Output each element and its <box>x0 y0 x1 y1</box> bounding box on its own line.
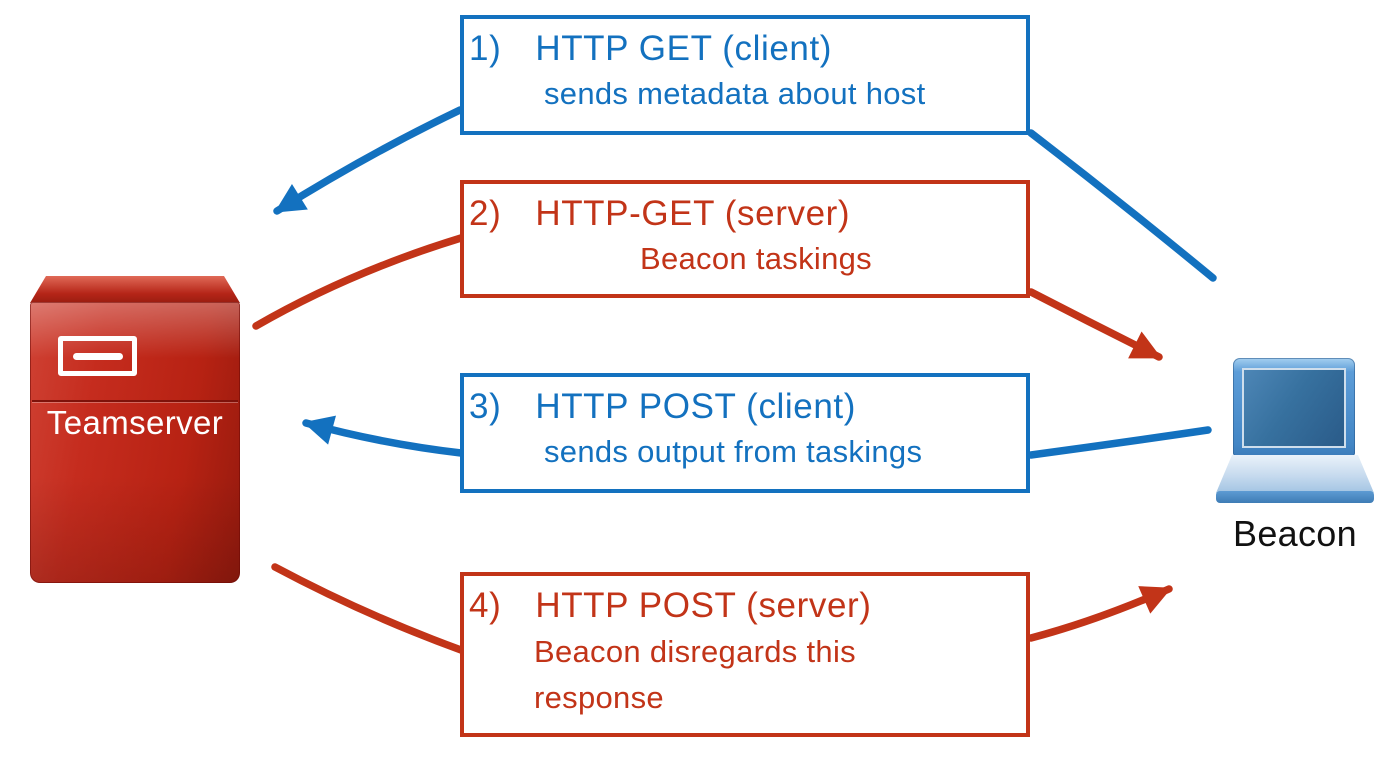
step-number: 2) <box>469 194 502 233</box>
step-1-heading: 1) HTTP GET (client) <box>464 19 1026 70</box>
step-description: sends metadata about host <box>544 76 926 111</box>
arrow-4-right-segment <box>1027 585 1173 642</box>
step-number: 4) <box>469 586 502 625</box>
step-1-box: 1) HTTP GET (client) sends metadata abou… <box>460 15 1030 135</box>
server-panel-divider <box>32 400 238 402</box>
step-description: Beacon taskings <box>640 241 872 276</box>
step-4-box: 4) HTTP POST (server) Beacon disregards … <box>460 572 1030 737</box>
step-description-block: Beacon disregards this response <box>534 629 1026 721</box>
arrow-1-right-segment <box>1027 129 1217 282</box>
laptop-icon <box>1233 358 1355 456</box>
laptop-keyboard-base <box>1216 455 1374 493</box>
laptop-bottom-edge <box>1216 491 1374 503</box>
step-number: 1) <box>469 29 502 68</box>
step-description: response <box>534 680 664 715</box>
step-2-box: 2) HTTP-GET (server) Beacon taskings <box>460 180 1030 298</box>
step-title: HTTP-GET (server) <box>535 194 851 233</box>
arrow-4-left-segment <box>271 563 465 654</box>
step-3-box: 3) HTTP POST (client) sends output from … <box>460 373 1030 493</box>
arrow-3-right-segment <box>1027 426 1212 459</box>
step-description: sends output from taskings <box>544 434 923 469</box>
step-number: 3) <box>469 387 502 426</box>
arrow-2-left-segment <box>252 234 465 330</box>
laptop-screen-display <box>1242 368 1346 448</box>
server-drive-slot-icon <box>58 336 137 376</box>
step-description: Beacon disregards this <box>534 634 856 669</box>
arrow-1-left-segment <box>273 106 464 215</box>
server-icon-top-face <box>30 276 240 303</box>
beacon-label: Beacon <box>1233 513 1357 554</box>
server-slot-bar <box>72 352 123 360</box>
teamserver-label: Teamserver <box>46 404 224 441</box>
step-2-heading: 2) HTTP-GET (server) <box>464 184 1026 235</box>
arrow-2-right-segment <box>1027 288 1163 361</box>
teamserver-node: Teamserver <box>30 276 240 583</box>
arrow-3-left-segment <box>302 415 465 457</box>
step-3-heading: 3) HTTP POST (client) <box>464 377 1026 428</box>
step-title: HTTP POST (server) <box>535 586 872 625</box>
step-title: HTTP POST (client) <box>535 387 857 426</box>
step-title: HTTP GET (client) <box>535 29 833 68</box>
beacon-node <box>1216 358 1374 505</box>
step-4-heading: 4) HTTP POST (server) <box>464 576 1026 627</box>
